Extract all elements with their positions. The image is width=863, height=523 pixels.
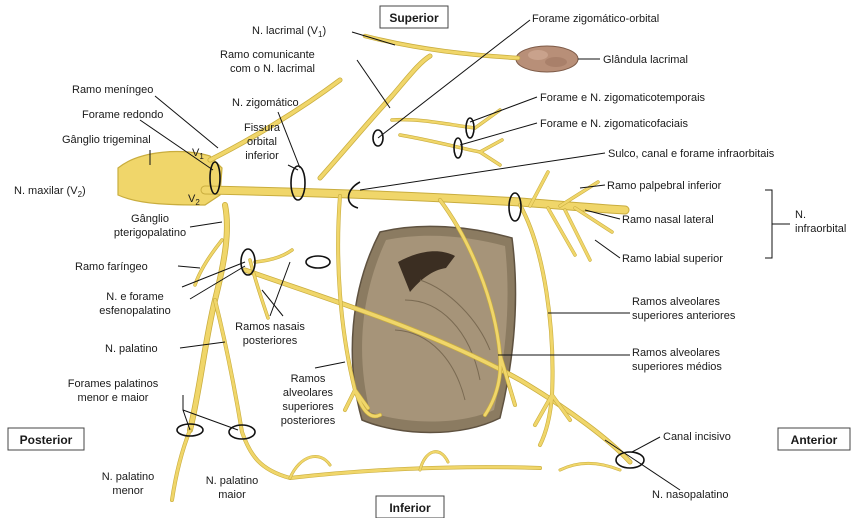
label-alv-med-1: Ramos alveolares <box>632 347 721 359</box>
posterior-label: Posterior <box>20 433 73 447</box>
label-forames-palatinos-1: Forames palatinos <box>68 378 159 390</box>
label-fissura-3: inferior <box>245 150 279 162</box>
label-sulco-infraorbitais: Sulco, canal e forame infraorbitais <box>608 148 775 160</box>
orientation-inferior: Inferior <box>376 496 444 518</box>
label-fissura-1: Fissura <box>244 122 281 134</box>
trigeminal-ganglion <box>118 152 222 205</box>
label-n-palatino-maior-2: maior <box>218 489 246 501</box>
orientation-superior: Superior <box>380 6 448 28</box>
label-n-palatino-maior-1: N. palatino <box>206 475 259 487</box>
label-zigomaticotemporais: Forame e N. zigomaticotemporais <box>540 92 706 104</box>
label-n-infraorbital-2: infraorbital <box>795 223 846 235</box>
label-alv-med-2: superiores médios <box>632 361 722 373</box>
orientation-anterior: Anterior <box>778 428 850 450</box>
orientation-posterior: Posterior <box>8 428 84 450</box>
ring-nasal <box>306 256 330 268</box>
inferior-label: Inferior <box>389 501 431 515</box>
label-n-lacrimal: N. lacrimal (V1) <box>252 25 326 39</box>
label-n-infraorbital-1: N. <box>795 209 806 221</box>
label-forames-palatinos-2: menor e maior <box>78 392 149 404</box>
label-alv-post-3: superiores <box>282 401 334 413</box>
label-n-esfeno-2: esfenopalatino <box>99 305 171 317</box>
label-ramo-comunicante-2: com o N. lacrimal <box>230 63 315 75</box>
label-alv-post-4: posteriores <box>281 415 336 427</box>
label-ganglio-trigeminal: Gânglio trigeminal <box>62 134 151 146</box>
label-ramos-nasais-1: Ramos nasais <box>235 321 305 333</box>
label-alv-post-1: Ramos <box>291 373 326 385</box>
label-glandula-lacrimal: Glândula lacrimal <box>603 54 688 66</box>
label-n-maxilar: N. maxilar (V2) <box>14 185 86 199</box>
anterior-label: Anterior <box>791 433 838 447</box>
label-alv-post-2: alveolares <box>283 387 334 399</box>
label-n-palatino-menor-1: N. palatino <box>102 471 155 483</box>
label-ganglio-pterigo-1: Gânglio <box>131 213 169 225</box>
label-n-zigomatico: N. zigomático <box>232 97 299 109</box>
label-v1: V1 <box>192 147 204 161</box>
label-ramo-nasal-lateral: Ramo nasal lateral <box>622 214 714 226</box>
label-ramo-meningeo: Ramo meníngeo <box>72 84 153 96</box>
lacrimal-gland <box>516 46 578 72</box>
superior-label: Superior <box>389 11 439 25</box>
label-n-palatino: N. palatino <box>105 343 158 355</box>
label-n-nasopalatino: N. nasopalatino <box>652 489 728 501</box>
label-alv-ant-2: superiores anteriores <box>632 310 736 322</box>
label-n-palatino-menor-2: menor <box>112 485 144 497</box>
label-ganglio-pterigo-2: pterigopalatino <box>114 227 186 239</box>
label-canal-incisivo: Canal incisivo <box>663 431 731 443</box>
label-forame-zigomatico-orbital: Forame zigomático-orbital <box>532 13 659 25</box>
label-forame-redondo: Forame redondo <box>82 109 163 121</box>
label-ramo-palpebral: Ramo palpebral inferior <box>607 180 722 192</box>
label-ramo-faringeo: Ramo faríngeo <box>75 261 148 273</box>
label-n-esfeno-1: N. e forame <box>106 291 163 303</box>
label-ramo-labial: Ramo labial superior <box>622 253 723 265</box>
label-alv-ant-1: Ramos alveolares <box>632 296 721 308</box>
label-ramos-nasais-2: posteriores <box>243 335 298 347</box>
label-fissura-2: orbital <box>247 136 277 148</box>
label-ramo-comunicante-1: Ramo comunicante <box>220 49 315 61</box>
label-zigomaticofaciais: Forame e N. zigomaticofaciais <box>540 118 688 130</box>
